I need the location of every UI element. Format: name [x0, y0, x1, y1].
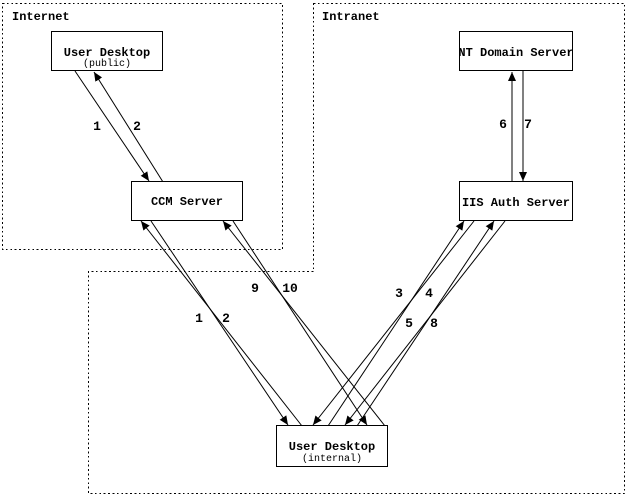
node-user-desktop-public-title: User Desktop: [64, 46, 150, 60]
node-nt-domain-server-box: [459, 31, 573, 71]
node-ccm-server-title: CCM Server: [151, 195, 223, 209]
arrow-step3-internal-desktop-to-iis: [327, 220, 465, 427]
step-label-6: 6: [499, 117, 507, 132]
node-nt-domain-server: NT Domain Server: [458, 31, 574, 71]
arrow-step2-ccm-to-public-desktop: [93, 71, 164, 183]
arrow-step4-iis-to-internal-desktop: [312, 220, 475, 426]
step-label-7: 7: [524, 117, 532, 132]
node-user-desktop-internal-box: [276, 425, 388, 467]
step-label-5: 5: [405, 316, 413, 331]
step-label-8: 8: [430, 316, 438, 331]
step-label-9: 9: [251, 281, 259, 296]
node-iis-auth-server-title: IIS Auth Server: [462, 196, 570, 210]
node-user-desktop-internal-title: User Desktop: [289, 440, 375, 454]
intranet-zone-label: Intranet: [322, 10, 380, 24]
arrow-step9-internal-desktop-to-ccm: [222, 220, 386, 427]
node-user-desktop-public-box: [51, 31, 163, 71]
arrow-step1-internal-desktop-to-ccm: [140, 220, 303, 427]
step-label-2-internal: 2: [222, 311, 230, 326]
step-label-4: 4: [425, 286, 433, 301]
step-label-3: 3: [395, 286, 403, 301]
arrow-step10-ccm-to-internal-desktop: [232, 220, 368, 426]
arrow-step2-ccm-to-internal-desktop: [150, 220, 289, 426]
arrow-step5-internal-desktop-to-iis: [356, 220, 495, 427]
node-user-desktop-internal: User Desktop (internal): [276, 425, 388, 467]
node-iis-auth-server: IIS Auth Server: [459, 181, 573, 221]
internet-zone-label: Internet: [12, 10, 70, 24]
node-user-desktop-internal-subtitle: (internal): [302, 453, 362, 465]
arrow-step1-public-desktop-to-ccm: [74, 70, 150, 182]
node-ccm-server: CCM Server: [131, 181, 243, 221]
internet-zone-outline: [2, 3, 283, 250]
arrow-step8-iis-to-internal-desktop: [344, 220, 506, 426]
node-user-desktop-public-subtitle: (public): [83, 58, 131, 70]
step-label-10: 10: [282, 281, 298, 296]
step-label-1-internal: 1: [195, 311, 203, 326]
node-nt-domain-server-title: NT Domain Server: [458, 46, 573, 60]
node-iis-auth-server-box: [459, 181, 573, 221]
step-label-2-public: 2: [133, 119, 141, 134]
node-ccm-server-box: [131, 181, 243, 221]
step-label-1-public: 1: [93, 119, 101, 134]
node-user-desktop-public: User Desktop (public): [51, 31, 163, 71]
